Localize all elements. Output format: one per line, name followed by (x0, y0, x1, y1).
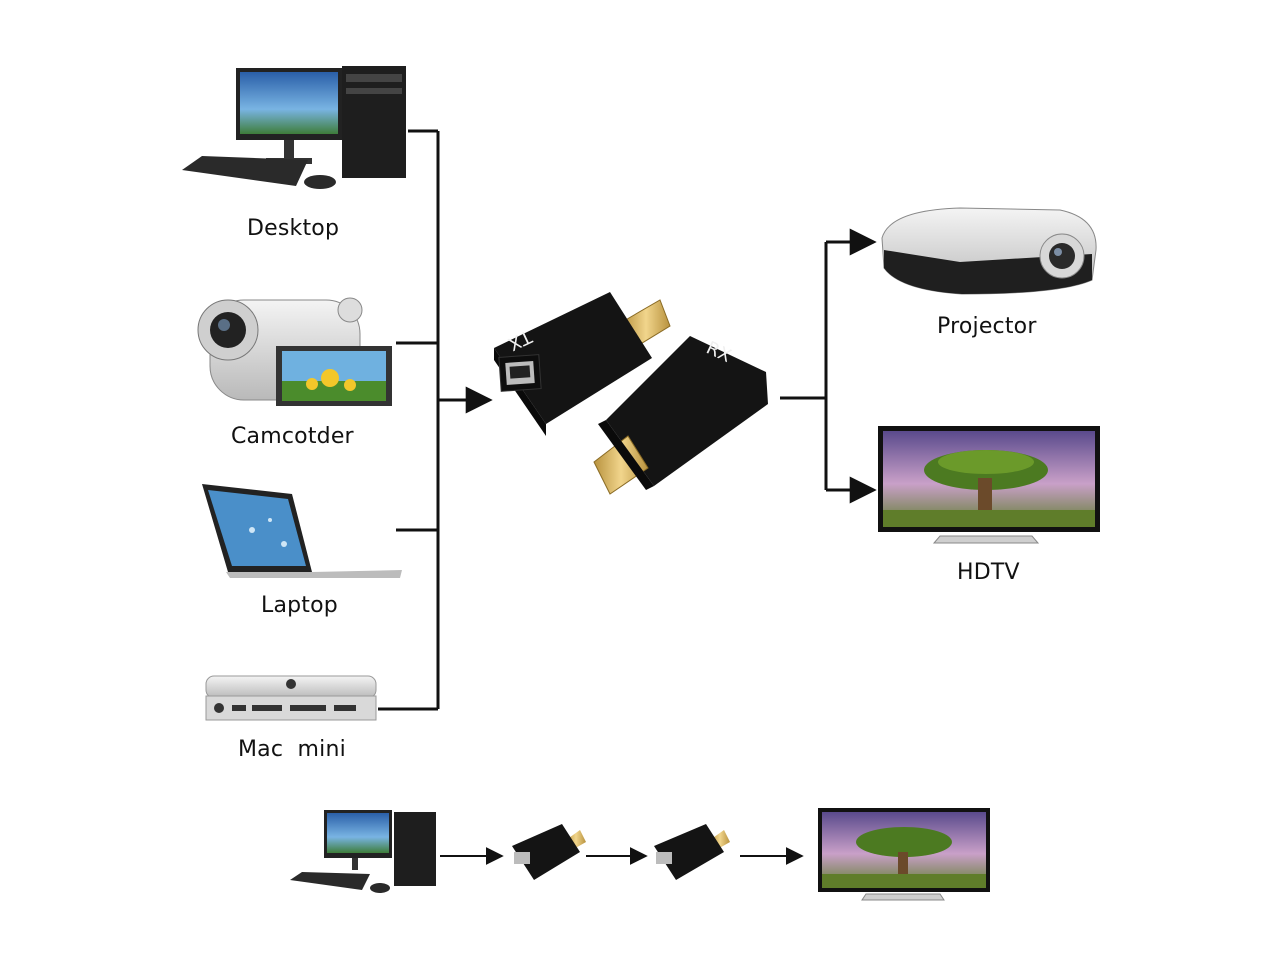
output-connector-lines (780, 228, 877, 504)
hdtv-label: HDTV (957, 560, 1020, 585)
mac-mini-icon (205, 675, 377, 721)
hdtv-icon (878, 426, 1100, 544)
camcorder-icon (197, 297, 392, 406)
projector-icon (881, 207, 1097, 295)
hdtv-icon (818, 808, 990, 901)
projector-label: Projector (937, 314, 1037, 339)
hdmi-tx-extender-icon (512, 824, 586, 880)
laptop-icon (202, 484, 402, 578)
hdmi-rx-extender-icon (654, 824, 730, 880)
hdmi-rx-extender-icon (593, 336, 768, 495)
desktop-icon (290, 810, 436, 893)
desktop-icon (182, 66, 406, 189)
desktop-label: Desktop (247, 216, 340, 241)
laptop-label: Laptop (261, 593, 338, 618)
mac-mini-label: Mac mini (238, 737, 346, 762)
input-connector-lines (378, 129, 493, 711)
hdmi-tx-extender-icon (494, 292, 671, 436)
camcorder-label: Camcotder (231, 424, 354, 449)
